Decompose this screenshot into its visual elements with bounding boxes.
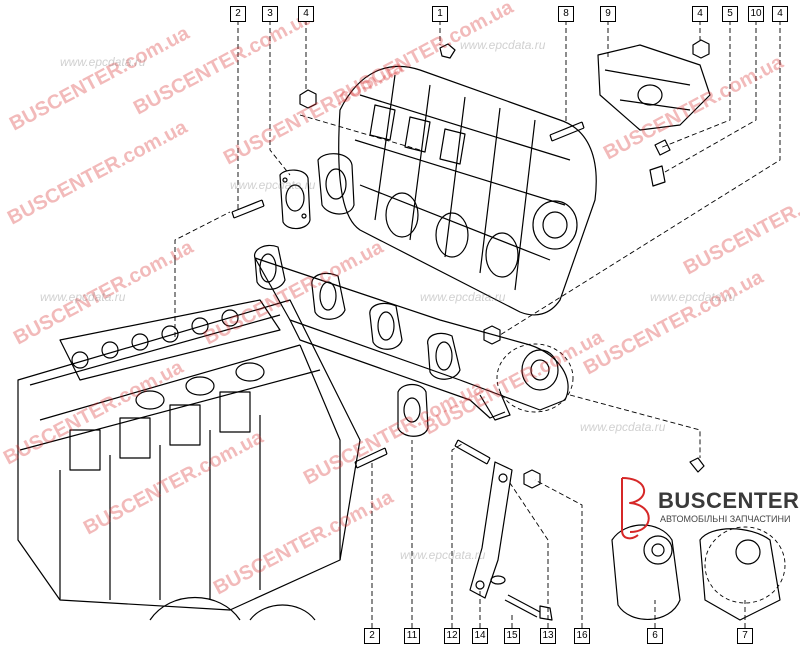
callout-4-right: 4 [772,6,788,22]
exhaust-manifold [253,244,569,421]
callout-1: 1 [432,6,448,22]
port-gaskets [317,153,355,215]
callout-15: 15 [504,628,520,644]
callout-16: 16 [574,628,590,644]
logo-name: BUSCENTER [658,488,800,513]
callout-7: 7 [737,628,753,644]
detail-circles [496,343,786,604]
callout-14: 14 [472,628,488,644]
support-bracket-13 [469,461,553,621]
callout-6: 6 [647,628,663,644]
bracket-9 [597,44,711,187]
callout-4-left: 4 [298,6,314,22]
callout-3: 3 [262,6,278,22]
inset-detail [611,457,781,621]
leader-lines [174,20,781,628]
callout-8: 8 [558,6,574,22]
callout-11: 11 [404,628,420,644]
callout-2-bottom: 2 [364,628,380,644]
callout-12: 12 [444,628,460,644]
logo-subtitle: АВТОМОБІЛЬНІ ЗАПЧАСТИНИ [660,514,791,524]
callout-5: 5 [722,6,738,22]
heat-shield [338,65,597,316]
gasket-11 [397,383,429,437]
nuts [299,39,710,489]
callout-13: 13 [540,628,556,644]
callout-10: 10 [748,6,764,22]
studs [231,121,585,469]
clip-1 [439,43,456,59]
callout-2-top: 2 [230,6,246,22]
cylinder-head [17,299,361,621]
callout-9: 9 [600,6,616,22]
callout-4-mid: 4 [692,6,708,22]
gasket-3 [279,169,311,230]
buscenter-logo-mark [621,477,650,540]
